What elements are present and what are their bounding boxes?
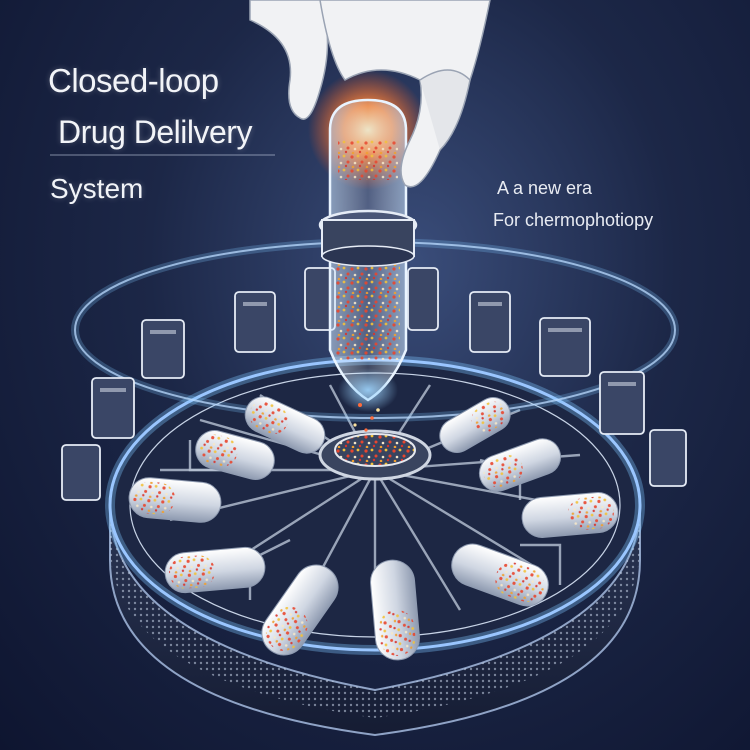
drug-vial bbox=[308, 70, 428, 432]
headline-line-1: Closed-loop bbox=[48, 62, 219, 99]
hand-illustration bbox=[249, 0, 491, 188]
control-modules bbox=[61, 267, 687, 501]
headline-line-2: Drug Delilvery bbox=[58, 114, 252, 150]
subheadline-line-1: A a new era bbox=[497, 178, 593, 198]
capsules bbox=[128, 396, 619, 661]
subheadline-line-2: For chermophotiopy bbox=[493, 210, 654, 230]
headline-line-3: System bbox=[50, 173, 144, 204]
